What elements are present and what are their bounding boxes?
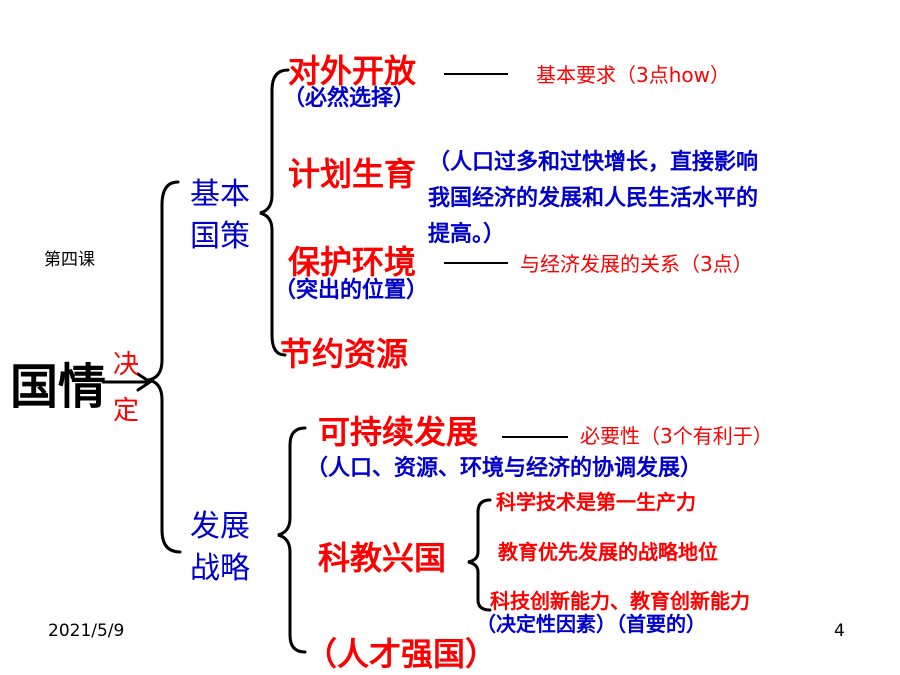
science-education-point-1: 科学技术是第一生产力 [496,490,696,514]
science-education-point-3: 科技创新能力、教育创新能力 [490,589,750,613]
root-connector-top: 决 [113,350,140,380]
sustainable-title: 可持续发展 [318,413,479,451]
root-brace [147,180,182,554]
date-label: 2021/5/9 [48,621,125,641]
science-education-title: 科教兴国 [318,539,447,577]
family-planning-detail-line1: （人口过多和过快增长，直接影响 [428,150,759,175]
page-number: 4 [834,621,845,641]
environment-detail: 与经济发展的关系（3点） [520,252,753,276]
root-title: 国情 [10,359,107,415]
environment-note: （突出的位置） [274,278,429,303]
family-planning-title: 计划生育 [288,155,417,193]
science-education-brace [467,498,492,612]
sustainable-detail: 必要性（3个有利于） [580,424,773,448]
root-connector-bottom: 定 [113,396,140,426]
strategy-label-line1: 发展 [190,509,250,544]
sustainable-note: （人口、资源、环境与经济的协调发展） [306,456,703,481]
policy-brace [259,68,290,357]
family-planning-detail-line2: 我国经济的发展和人民生活水平的 [428,186,759,211]
opening-title: 对外开放 [288,52,417,90]
lesson-label: 第四课 [44,250,95,270]
opening-note: （必然选择） [283,86,416,111]
talent-title: （人才强国） [305,635,498,673]
family-planning-detail-line3: 提高。） [428,222,506,247]
policy-label-line2: 国策 [190,219,250,254]
policy-label-line1: 基本 [190,177,250,212]
environment-title: 保护环境 [288,243,417,281]
opening-detail: 基本要求（3点how） [536,63,730,87]
root-connector-arrowhead [136,372,153,392]
resources-title: 节约资源 [280,335,409,373]
strategy-label-line2: 战略 [190,551,250,586]
strategy-brace [277,426,307,654]
science-education-point-2: 教育优先发展的战略地位 [498,540,718,564]
science-education-note: （决定性因素）（首要的） [476,612,706,636]
